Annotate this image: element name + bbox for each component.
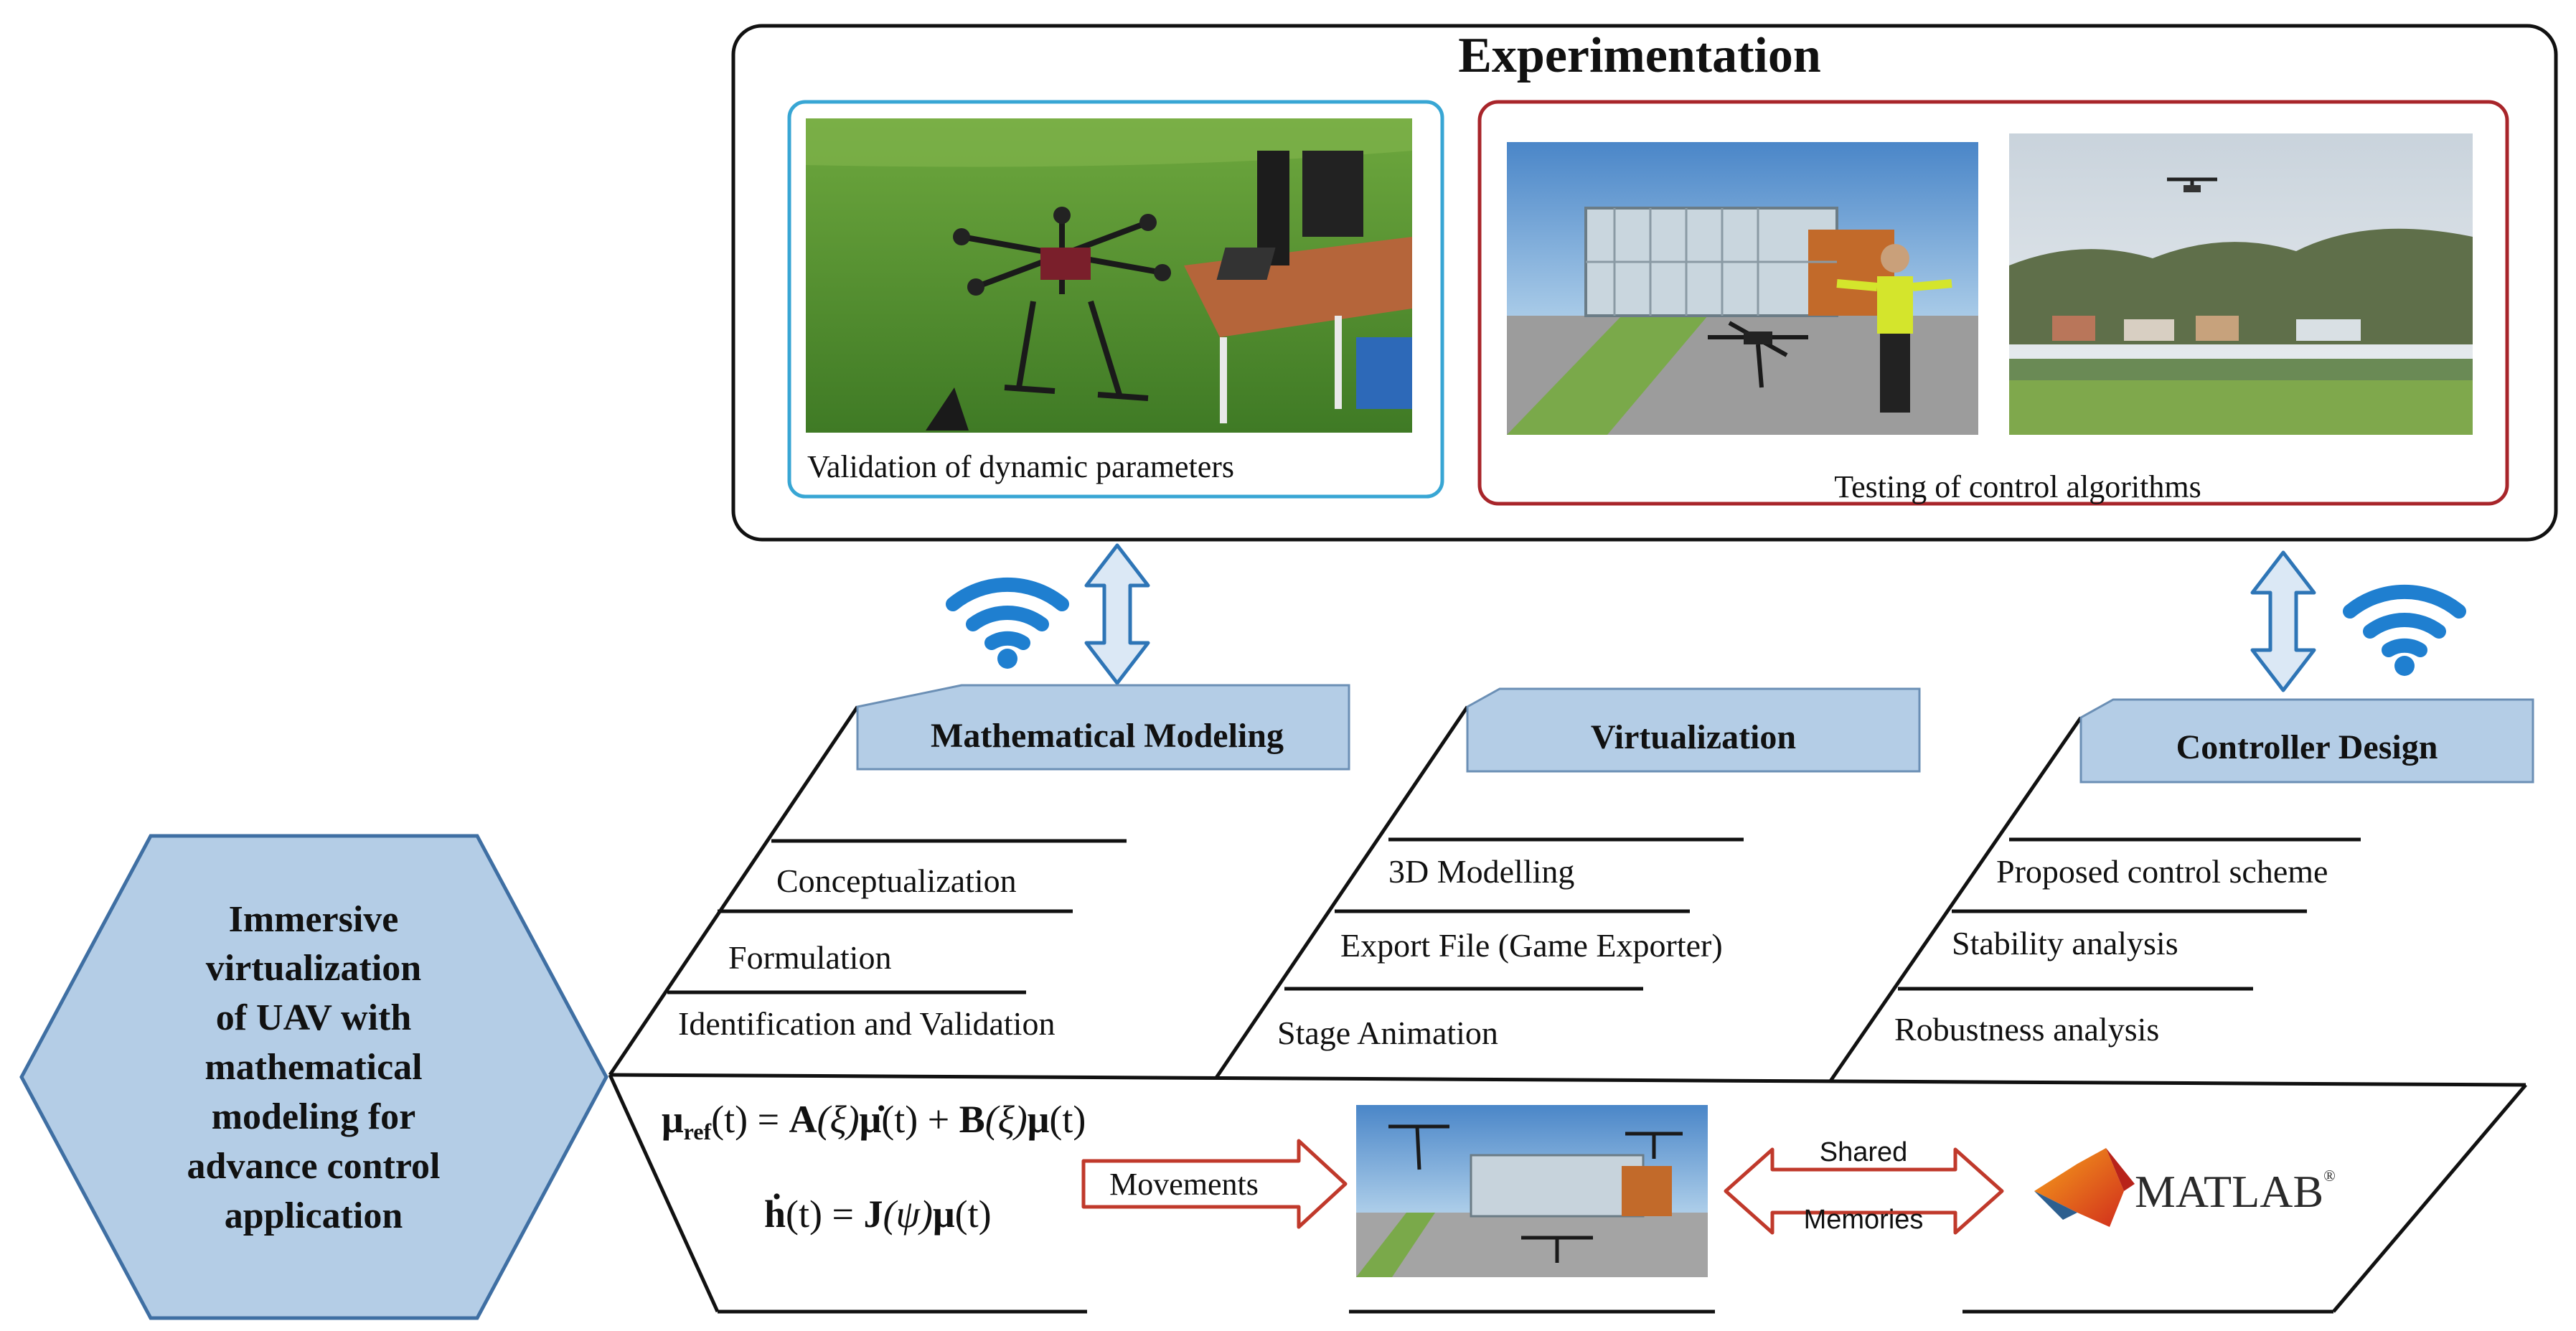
branch-label-controller-design: Controller Design (2176, 728, 2438, 766)
experimentation-title: Experimentation (1458, 28, 1821, 83)
double-arrow-icon (2250, 550, 2316, 692)
memories-label: Memories (1804, 1205, 1924, 1235)
list-item: Stability analysis (1952, 925, 2178, 961)
hexagon-line: Immersive (229, 899, 399, 940)
drone-field-photo (806, 118, 1412, 433)
eq1-B: B (959, 1098, 985, 1141)
eq2-J: J (863, 1193, 883, 1236)
eq1-ref: ref (684, 1119, 712, 1144)
branch-label-virtualization: Virtualization (1591, 718, 1796, 756)
hexagon-line: mathematical (205, 1047, 422, 1088)
branch-virtualization: Virtualization 3D Modelling Export File … (1214, 687, 1921, 1079)
eq1-A: A (789, 1098, 817, 1141)
eq1-mudot: μ̇ (860, 1098, 885, 1141)
eq1-t1: (t) + (881, 1098, 959, 1141)
list-item: Conceptualization (776, 862, 1017, 899)
shared-memories-arrow: Shared Memories (1724, 1137, 2004, 1235)
movements-arrow: Movements (1081, 1139, 1348, 1229)
movements-label: Movements (1109, 1167, 1259, 1202)
list-item: Identification and Validation (678, 1005, 1055, 1042)
branch-mathematical-modeling: Mathematical Modeling Conceptualization … (608, 684, 1350, 1076)
hexagon-line: advance control (187, 1146, 441, 1187)
list-item: Stage Animation (1277, 1015, 1498, 1051)
eq1-t2: (t) (1049, 1098, 1086, 1141)
branch-label-mathematical-modeling: Mathematical Modeling (931, 717, 1284, 755)
branch-controller-design: Controller Design Proposed control schem… (1828, 698, 2534, 1083)
double-arrow-icon (1084, 543, 1150, 685)
simulation-thumbnail (1356, 1105, 1708, 1277)
validation-caption: Validation of dynamic parameters (807, 449, 1234, 484)
svg-text:μref(t) = A(ξ)μ̇(t) + B(ξ)μ(t): μref(t) = A(ξ)μ̇(t) + B(ξ)μ(t) (662, 1098, 1086, 1144)
matlab-label: MATLAB® (2135, 1166, 2336, 1217)
central-hexagon: Immersive virtualization of UAV with mat… (19, 834, 608, 1320)
virtual-scene-photo (1507, 142, 1978, 435)
eq2-eq: = (822, 1193, 863, 1236)
list-item: Export File (Game Exporter) (1340, 927, 1723, 964)
hexagon-line: application (225, 1195, 403, 1236)
eq2-t: (t) (786, 1193, 822, 1236)
eq1-xi2: (ξ) (985, 1098, 1028, 1141)
eq2-mu: μ (933, 1193, 955, 1236)
fishbone-frame (608, 1073, 2527, 1314)
wifi-icon (2343, 584, 2466, 676)
testing-caption: Testing of control algorithms (1834, 469, 2201, 504)
eq1-mu2: μ (1028, 1098, 1050, 1141)
equation-2: ḣ(t) = J(ψ)μ(t) (764, 1193, 992, 1236)
real-field-photo (2009, 133, 2473, 435)
eq1-xi1: (ξ) (817, 1098, 860, 1141)
svg-text:ḣ(t) = J(ψ)μ(t): ḣ(t) = J(ψ)μ(t) (764, 1193, 992, 1236)
list-item: Proposed control scheme (1996, 853, 2328, 890)
testing-box: Testing of control algorithms (1477, 100, 2509, 506)
validation-box: Validation of dynamic parameters (787, 100, 1444, 499)
hexagon-line: modeling for (212, 1096, 416, 1137)
eq1-mu: μ (662, 1098, 684, 1141)
wifi-icon (946, 577, 1069, 669)
eq2-hdot: ḣ (764, 1193, 786, 1236)
equation-1: μref(t) = A(ξ)μ̇(t) + B(ξ)μ(t) (662, 1098, 1086, 1144)
list-item: Robustness analysis (1894, 1011, 2159, 1048)
list-item: 3D Modelling (1388, 853, 1574, 890)
list-item: Formulation (728, 939, 891, 976)
eq2-psi: (ψ) (883, 1193, 933, 1236)
hexagon-line: of UAV with (216, 997, 412, 1038)
hexagon-line: virtualization (206, 948, 422, 989)
matlab-logo-icon: MATLAB® (2034, 1148, 2336, 1227)
eq1-rhs1: (t) = (711, 1098, 789, 1141)
eq2-t2: (t) (955, 1193, 992, 1236)
shared-label: Shared (1820, 1137, 1908, 1167)
experimentation-panel: Experimentation (731, 24, 2558, 542)
